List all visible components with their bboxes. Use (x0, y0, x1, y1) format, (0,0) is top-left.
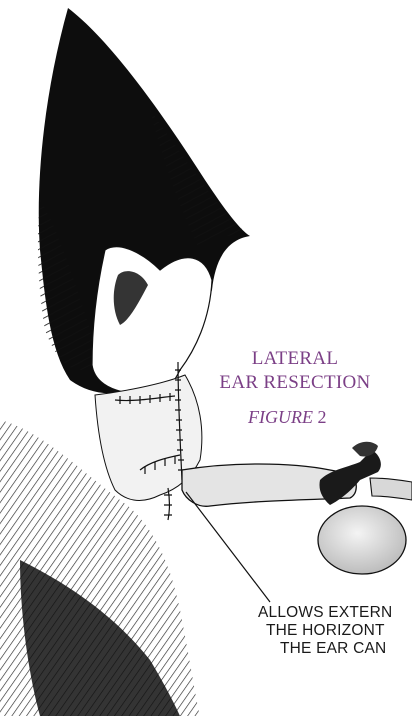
figure-label-number: 2 (317, 407, 326, 427)
ear-pinna-inner (92, 247, 212, 397)
callout-line-3: THE EAR CAN (280, 640, 386, 658)
title-line-1: LATERAL (200, 348, 390, 370)
callout-leader-line (186, 492, 270, 602)
figure-label-word: FIGURE (248, 407, 313, 427)
tympanic-bulla (318, 506, 406, 574)
callout-line-1: ALLOWS EXTERN (258, 604, 392, 622)
canal-extension (370, 478, 412, 500)
figure-label: FIGURE 2 (248, 407, 326, 428)
title-line-2: EAR RESECTION (200, 372, 390, 394)
callout-line-2: THE HORIZONT (266, 622, 385, 640)
